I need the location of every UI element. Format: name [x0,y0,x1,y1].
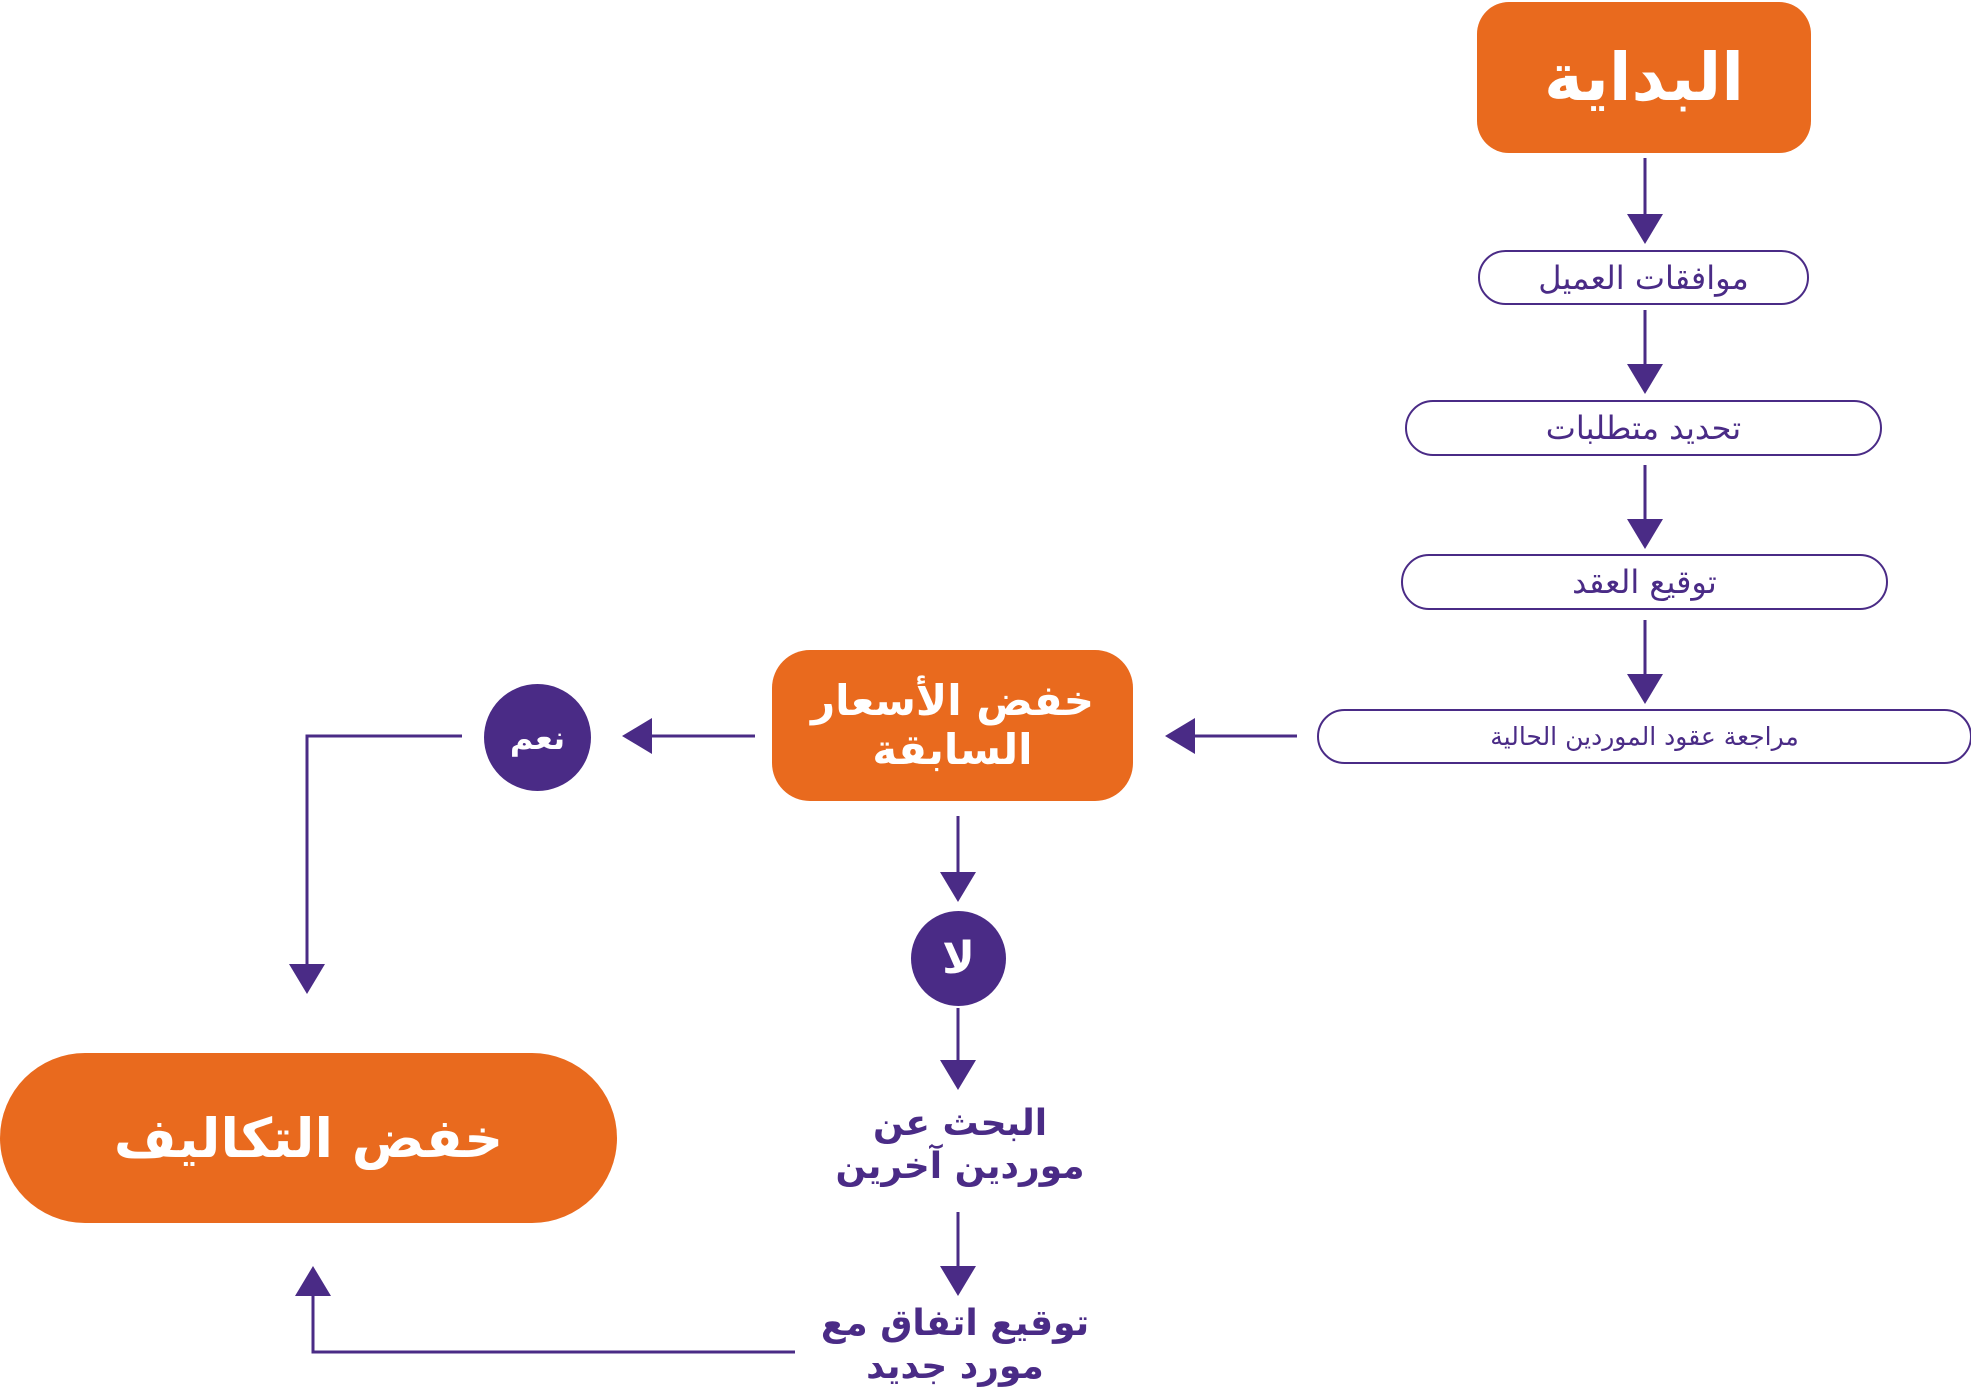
reduce-costs-label: خفض التكاليف [113,1106,504,1170]
client-approvals-step: موافقات العميل [1478,250,1809,305]
arrowhead-yes [622,718,652,754]
arrowhead-end-from-yes [289,964,325,994]
sign-contract-label: توقيع العقد [1572,563,1717,601]
sign-contract-step: توقيع العقد [1401,554,1888,610]
no-badge: لا [911,911,1006,1006]
arrowhead-agreement [940,1266,976,1296]
arrowhead-no [940,872,976,902]
line-agreement-to-end [311,1270,795,1354]
start-node: البداية [1477,2,1811,153]
arrowhead-review [1627,674,1663,704]
define-requirements-step: تحديد متطلبات [1405,400,1882,456]
arrowhead-decision [1165,718,1195,754]
reduce-previous-prices-label: خفض الأسعار السابقة [810,676,1095,774]
client-approvals-label: موافقات العميل [1538,258,1749,297]
arrowhead-contract [1627,519,1663,549]
search-other-suppliers-step: البحث عن موردين آخرين [770,1095,1150,1195]
arrowhead-requirements [1627,364,1663,394]
sign-new-supplier-agreement-label: توقيع اتفاق مع مورد جديد [820,1302,1090,1387]
yes-label: نعم [509,718,566,757]
start-label: البداية [1544,39,1744,116]
review-supplier-contracts-label: مراجعة عقود الموردين الحالية [1490,722,1799,751]
define-requirements-label: تحديد متطلبات [1545,409,1742,447]
yes-badge: نعم [484,684,591,791]
sign-new-supplier-agreement-step: توقيع اتفاق مع مورد جديد [780,1300,1130,1390]
arrowhead-approvals [1627,214,1663,244]
line-yes-to-end [305,734,462,990]
reduce-costs-end-node: خفض التكاليف [0,1053,617,1223]
search-other-suppliers-label: البحث عن موردين آخرين [835,1102,1085,1187]
arrowhead-search [940,1060,976,1090]
arrowhead-end-from-agreement [295,1266,331,1296]
reduce-previous-prices-decision: خفض الأسعار السابقة [772,650,1133,801]
review-supplier-contracts-step: مراجعة عقود الموردين الحالية [1317,709,1971,764]
no-label: لا [942,933,975,984]
